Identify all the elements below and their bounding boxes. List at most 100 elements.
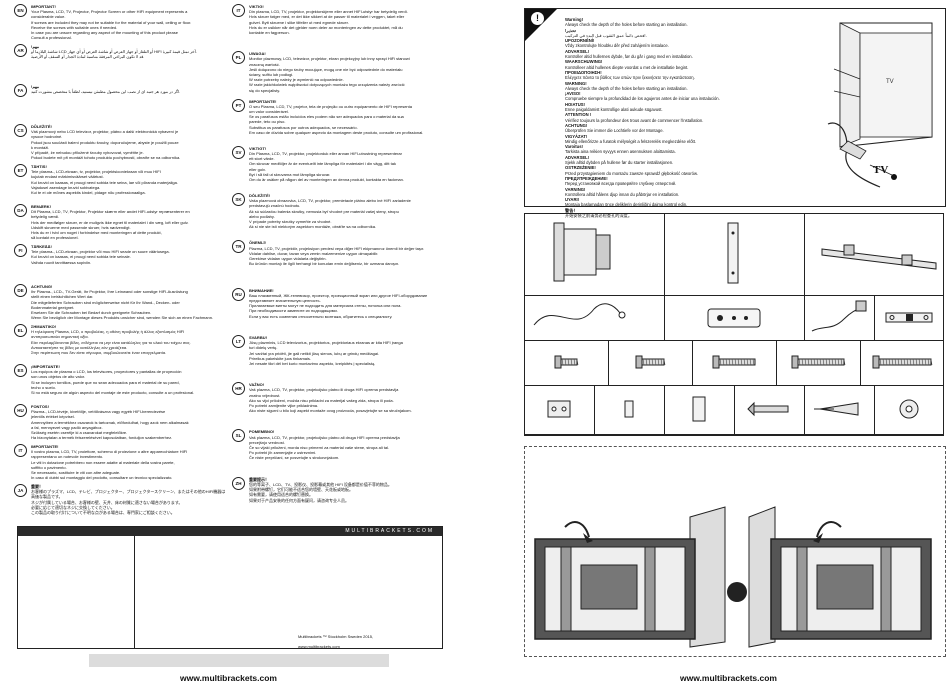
language-line: При необходимости замените их подходящим… (249, 308, 338, 314)
language-line: O seu Plasma, LCD, TV, projetor, tela de… (249, 103, 412, 109)
language-line: Hvis du er usikker når det gjelder noen … (249, 24, 403, 30)
language-line: Ersetzen Sie die Schrauben bei Bedarf du… (31, 310, 152, 316)
language-title: VIKTIG! (249, 4, 264, 9)
language-code-badge: ES (14, 364, 27, 377)
mounting-illustration-box (524, 446, 946, 657)
warning-title: WAARSCHUWING! (565, 59, 603, 65)
language-line: Ha bizonytalan a termék felszerelésével … (31, 435, 173, 441)
language-line: Em caso de dúvida sobre qualquer aspecto… (249, 129, 424, 135)
spacer-large-icon (692, 396, 706, 422)
language-text: ВНИМАНИЕ!Ваш плазменный, ЖК-телевизор, п… (249, 288, 444, 319)
language-code-badge: DA (14, 204, 27, 217)
language-line: Στην περίπτωση που δεν είστε σίγουροι, σ… (31, 350, 167, 356)
language-line: Jei varžtai yra pridėti, jie gali netikt… (249, 350, 380, 356)
part-wall-plate (664, 213, 805, 296)
language-title: IMPORTANTE! (249, 98, 277, 104)
warning-line: Überprüfen Sie immer die Lochtiefe vor d… (565, 128, 664, 134)
warning-line: Kontroller altid hullernes dybde, før du… (565, 54, 693, 60)
language-title: VIKTIGT! (249, 145, 267, 151)
language-title: ¡IMPORTANTE! (31, 364, 60, 369)
tv-wall-illustration: TV (827, 22, 933, 188)
right-url[interactable]: www.multibrackets.com (680, 673, 777, 683)
language-title: ÖNEMLİ! (249, 240, 266, 246)
info-box: MULTIBRACKETS.COM Multibrackets ™ Stockh… (17, 526, 443, 649)
copyright-text: Multibrackets ™ Stockholm Sweden 2015, w… (298, 629, 438, 649)
language-line: In case you are unsure regarding any asp… (31, 30, 178, 36)
language-line: Dit Plasma, LCD, TV, Projektor, Projekto… (31, 209, 190, 215)
language-line: Los equipos de plasma o LCD, los televis… (31, 369, 182, 375)
left-url[interactable]: www.multibrackets.com (180, 673, 277, 683)
language-line: betydelig værdi. (31, 214, 60, 220)
language-line: considerable value. (31, 14, 66, 20)
warning-line: افحص دائماً عمق الثقوب قبل البدء في التر… (565, 32, 647, 38)
language-line: Teie plasma-, LCD-ekraan, projektor või … (31, 249, 170, 255)
language-line: Pokud jsou součástí balení produktu šrou… (31, 139, 179, 145)
language-line: Amennyiben a termékhez csavarok is tarto… (31, 419, 189, 425)
language-code-badge: TR (232, 240, 245, 254)
language-text: VIKTIG!Din plasma, LCD, TV, projektor, p… (249, 4, 444, 35)
language-line: V případě, že nebudou přiložené šrouby v… (31, 150, 144, 156)
language-line: precejšnjo vrednost. (249, 439, 285, 445)
language-line: Consult a professional. (31, 35, 72, 41)
language-line: Il vostro plasma, LCD, TV, proiettore, s… (31, 449, 188, 455)
language-line: Om du är osäker på någon del av monterin… (249, 177, 404, 183)
language-text: DŮLEŽITÉ!Váš plazmový nebo LCD televizor… (31, 124, 226, 160)
language-line: Ak si nie ste istí niektorým aspektom mo… (249, 224, 377, 230)
part-short-screw (524, 340, 609, 386)
language-line: Si se incluyen tornillos, puede que no s… (31, 379, 180, 385)
language-line: kontakte en fagperson. (249, 30, 290, 36)
language-code-badge: IT (14, 444, 27, 457)
language-title: ACHTUNG! (31, 284, 53, 289)
part-wall-bracket (524, 213, 665, 296)
language-code-badge: FI (14, 244, 27, 257)
language-title: TÄRKEÄÄ! (31, 244, 52, 249)
language-line: Hvis du er i tvivl om noget i forbindels… (31, 230, 162, 236)
exclamation-icon: ! (531, 12, 544, 25)
warning-text: Warning!Always check the depth of the ho… (565, 17, 810, 218)
language-line: Η τηλεόραση Plasma, LCD, ο προβολέας, η … (31, 329, 185, 335)
language-code-badge: EL (14, 324, 27, 337)
language-text: TÄHTIS!Teie plasma-, LCD-ekraan, tv, pro… (31, 164, 226, 195)
language-text: SVARBU!Jūsų plazminis, LCD televizorius,… (249, 335, 444, 366)
warning-title: Warning! (565, 17, 583, 22)
language-line: Your Plasma, LCD, TV, Projector, Project… (31, 9, 188, 15)
language-line: Kui kruvid on kaasas, ei pruugi need sob… (31, 179, 178, 185)
language-line: alebo podlahy. (249, 213, 275, 219)
language-line: Prireikus pakeiskite juos tinkamais. (249, 355, 312, 361)
long-bolt-icon (791, 355, 846, 369)
language-line: predstavujú značnú hodnotu. (249, 203, 301, 209)
language-line: Gerekirse vidaları uygun vidalarla değiş… (249, 255, 327, 261)
warning-line: Kontrolleer altid hullenes diepte voorda… (565, 64, 689, 70)
warning-title: ПРЕДУПРЕЖДЕНИЕ! (565, 175, 608, 181)
language-line: Vaš plazma, LCD, TV, projektor, projekci… (249, 387, 399, 393)
language-line: Monitor plazmowy, LCD, telewizor, projek… (249, 56, 410, 62)
safety-cable-icon (533, 303, 626, 326)
language-line: Ваш плазменный, ЖК-телевизор, проектор, … (249, 292, 428, 298)
language-line: Jūsų plazminis, LCD televizorius, projek… (249, 340, 403, 346)
language-text: IMPORTANTE!O seu Plasma, LCD, TV, projet… (249, 99, 444, 135)
language-line: Substitua os parafusos por outros adequa… (249, 124, 358, 130)
language-line: så kontakt en professionel. (31, 235, 79, 241)
language-line: k montáži. (31, 144, 50, 150)
language-title: 重要！ (31, 484, 43, 489)
wall-plug-icon (814, 402, 859, 416)
warning-line: Sjekk alltid dybden på hullene før du st… (565, 160, 674, 166)
language-line: Udskift skruerne med passende skruer, hv… (31, 224, 131, 230)
language-line: Vaš plazma, LCD, TV, projektor, projekci… (249, 434, 400, 440)
bolt-icon (635, 355, 666, 369)
language-line: soffitto o pavimento. (31, 464, 67, 470)
language-line: Ihr Plasma-, LCD-, TV-Gerät, Ihr Projekt… (31, 289, 188, 295)
language-code-badge: JA (14, 484, 27, 497)
language-line: Ako niste sigurni u bilo koji aspekt mon… (249, 408, 412, 414)
language-code-badge: PL (232, 51, 245, 65)
language-text: DÔLEŽITÉ!Vaša plazmová obrazovka, LCD, T… (249, 193, 444, 229)
language-line: Byt i så fall ut skruvarna mot lämpliga … (249, 171, 331, 177)
language-line: 如果对于产品安装的任何方面有疑问，请咨询专业人员。 (249, 497, 349, 503)
warning-line: Ελέγχετε πάντα το βάθος των οπών πριν ξε… (565, 75, 695, 81)
language-line: Po potrebi zamijenite vijke prikladnima. (249, 402, 319, 408)
language-text: ÖNEMLİ!Plazma, LCD, TV, projektör, proje… (249, 240, 444, 266)
language-line: If screws are included they may not be s… (31, 19, 192, 25)
language-line: son unos objetos de alto valor. (31, 374, 86, 380)
language-line: gulvet. Bytt skruene i slike tilfeller u… (249, 19, 349, 25)
